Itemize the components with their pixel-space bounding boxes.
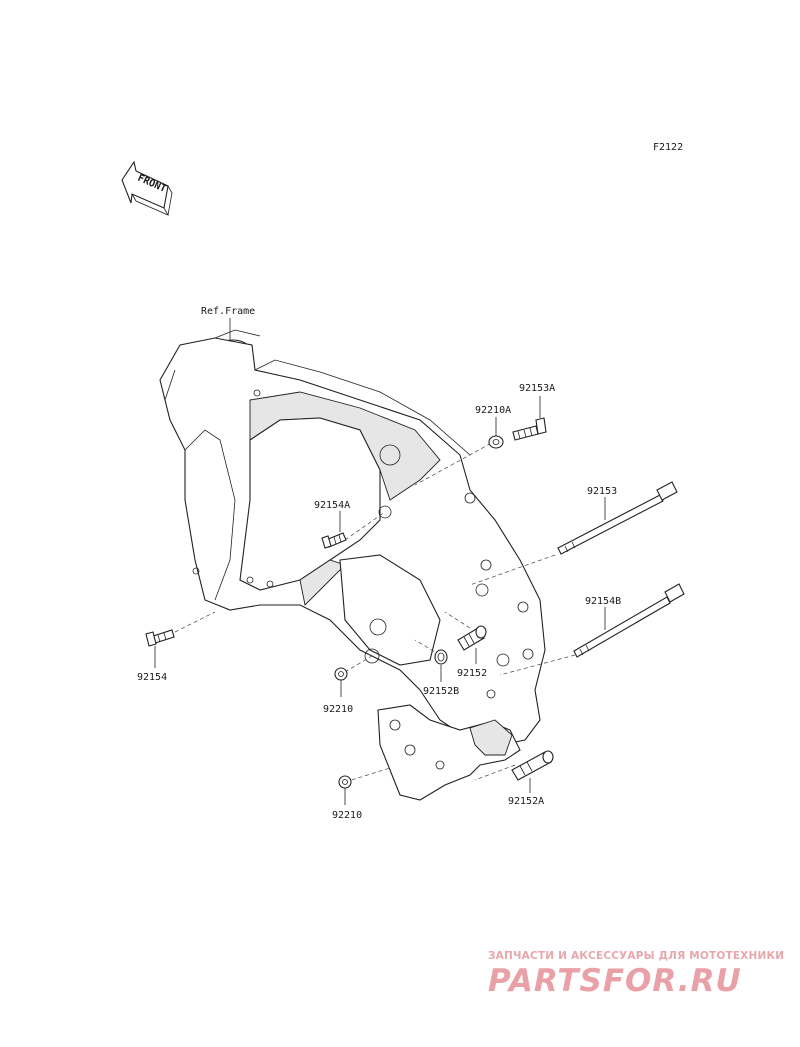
label-92154: 92154 [137, 672, 167, 683]
spacer-92152a[interactable] [511, 750, 554, 781]
label-92210-upper: 92210 [323, 704, 353, 715]
frame-illustration [159, 329, 546, 801]
label-92154b: 92154B [585, 596, 621, 607]
nut-92210-lower[interactable] [338, 775, 352, 789]
label-92210-lower: 92210 [332, 810, 362, 821]
collar-92152b[interactable] [434, 649, 448, 665]
label-92152: 92152 [457, 668, 487, 679]
nut-92210a[interactable] [488, 435, 504, 449]
front-arrow-icon: FRONT [121, 160, 173, 216]
bolt-92154a[interactable] [321, 532, 347, 549]
label-92152a: 92152A [508, 796, 544, 807]
label-92154a: 92154A [314, 500, 350, 511]
ref-frame-label: Ref.Frame [201, 306, 255, 317]
label-92153: 92153 [587, 486, 617, 497]
watermark-tagline: ЗАПЧАСТИ И АКСЕССУАРЫ ДЛЯ МОТОТЕХНИКИ [488, 950, 785, 962]
label-92153a: 92153A [519, 383, 555, 394]
label-92210a: 92210A [475, 405, 511, 416]
bolt-92153a[interactable] [512, 417, 547, 441]
spacer-92152[interactable] [457, 625, 487, 651]
diagram-id-label: F2122 [653, 142, 683, 153]
bolt-92154b[interactable] [573, 583, 685, 658]
watermark-logo: PARTSFOR.RU [488, 963, 742, 999]
bolt-92153[interactable] [557, 481, 678, 555]
nut-92210-upper[interactable] [334, 667, 348, 681]
label-92152b: 92152B [423, 686, 459, 697]
bolt-92154[interactable] [145, 629, 175, 647]
assembly-lines [174, 439, 576, 783]
